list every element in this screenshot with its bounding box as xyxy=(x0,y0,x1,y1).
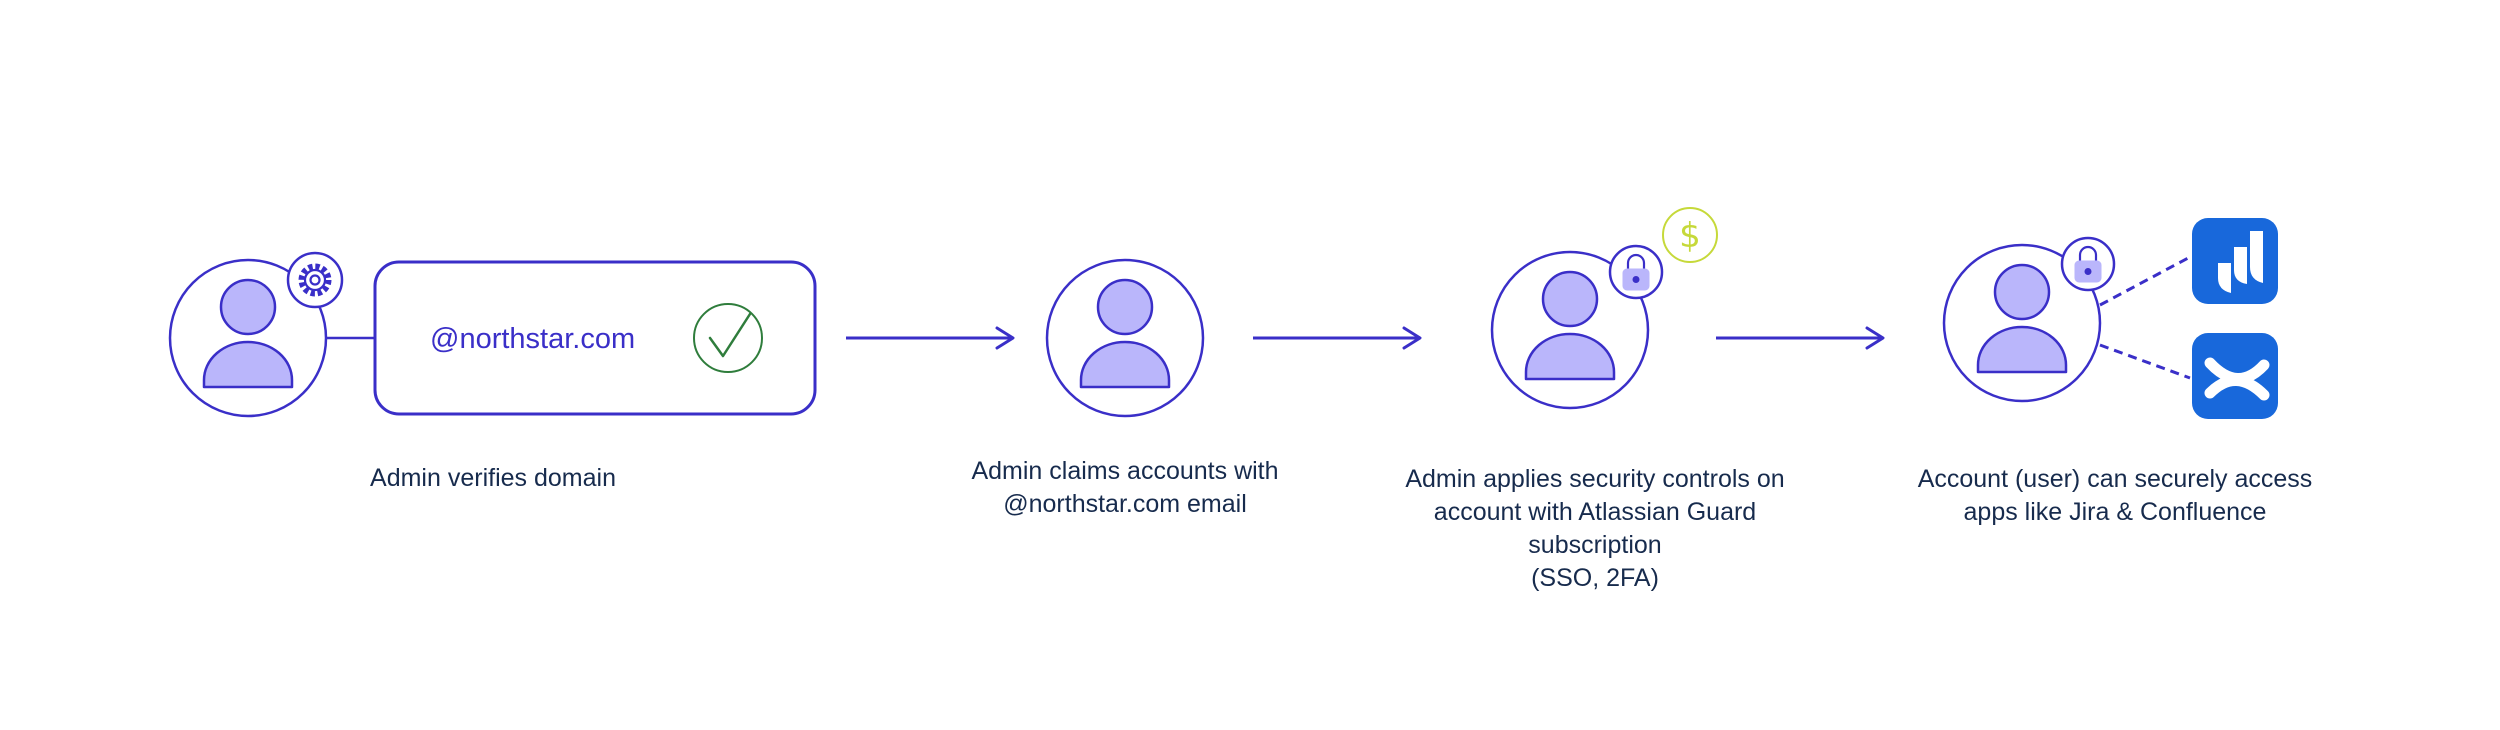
user-avatar-icon xyxy=(1976,263,2068,374)
svg-text:$: $ xyxy=(1679,216,1701,256)
step-4-user-access xyxy=(1942,218,2278,419)
step-4-caption: Account (user) can securely access apps … xyxy=(1860,463,2370,529)
step-2-caption: Admin claims accounts with @northstar.co… xyxy=(910,455,1340,521)
caption-line: Admin claims accounts with xyxy=(971,457,1279,485)
step-3-caption: Admin applies security controls on accou… xyxy=(1345,463,1845,595)
step-3-secured-account: $ xyxy=(1490,207,1718,410)
dollar-icon: $ xyxy=(1662,207,1718,263)
caption-line: @northstar.com email xyxy=(1003,490,1247,518)
lock-icon xyxy=(1608,244,1664,300)
connector-confluence xyxy=(2099,343,2191,380)
step-2-account xyxy=(1045,258,1205,418)
caption-line: Admin verifies domain xyxy=(370,464,616,492)
caption-line: (SSO, 2FA) xyxy=(1531,564,1659,592)
step-1-caption: Admin verifies domain xyxy=(293,462,693,495)
caption-line: account with Atlassian Guard xyxy=(1433,498,1757,526)
check-icon xyxy=(693,303,763,373)
jira-icon xyxy=(2192,218,2278,304)
caption-line: Admin applies security controls on xyxy=(1405,465,1785,493)
caption-line: apps like Jira & Confluence xyxy=(1963,498,2267,526)
gear-icon xyxy=(286,251,344,309)
confluence-icon xyxy=(2192,333,2278,419)
connector-jira xyxy=(2099,255,2191,307)
domain-text: @northstar.com xyxy=(430,323,635,355)
caption-line: subscription xyxy=(1528,531,1662,559)
user-avatar-icon xyxy=(1079,278,1171,389)
user-avatar-icon xyxy=(1524,270,1616,381)
lock-icon xyxy=(2060,236,2116,292)
domain-box: @northstar.com xyxy=(373,260,817,416)
step-1-admin xyxy=(168,251,344,418)
caption-line: Account (user) can securely access xyxy=(1917,465,2313,493)
admin-avatar-icon xyxy=(202,278,294,389)
